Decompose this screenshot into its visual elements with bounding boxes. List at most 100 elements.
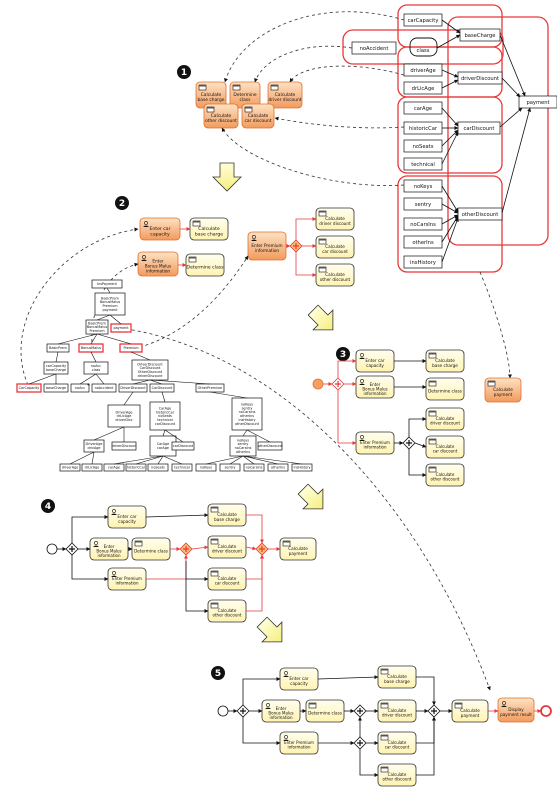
sequence-flow bbox=[246, 554, 264, 580]
tree-bottom-leaf-9-label: otherIns bbox=[271, 466, 285, 470]
node-sentry-label: sentry bbox=[415, 202, 431, 208]
start-event bbox=[46, 543, 58, 555]
step-number-4: 4 bbox=[45, 502, 51, 512]
rule-task-icon bbox=[428, 438, 437, 445]
sequence-flow bbox=[246, 554, 264, 612]
sequence-flow bbox=[71, 515, 109, 543]
user-task-icon bbox=[141, 255, 147, 261]
sequence-flow bbox=[416, 716, 436, 744]
dependency-edge bbox=[441, 79, 459, 89]
tree-carcapacity: CarCapacity bbox=[16, 383, 42, 393]
tree-bottom-leaf-0: driverAge bbox=[59, 463, 81, 472]
parallel-split-gateway bbox=[236, 704, 250, 718]
tree-carcapacity-label: CarCapacity bbox=[19, 386, 40, 390]
node-technical: technical bbox=[403, 157, 443, 171]
task-determine-class-label: Determine class bbox=[428, 388, 462, 393]
tree-edge bbox=[242, 429, 248, 437]
rule-task-icon bbox=[318, 266, 327, 273]
rule-task-icon bbox=[428, 380, 437, 387]
rule-task-icon bbox=[244, 106, 253, 113]
tree-edge bbox=[93, 426, 125, 441]
sequence-flow bbox=[185, 561, 209, 581]
tree-basecharge-label: baseCharge bbox=[46, 386, 66, 390]
parallel-split-gateway bbox=[331, 377, 345, 391]
step-badge-5 bbox=[211, 666, 225, 680]
dependency-edge bbox=[499, 107, 523, 128]
tree-bottom-leaf-1-label: drLicAge bbox=[85, 466, 100, 470]
node-otherins-label: otherIns bbox=[412, 240, 434, 246]
tree-edge bbox=[164, 429, 184, 443]
tree-edge bbox=[57, 333, 98, 345]
node-cardiscount: carDiscount bbox=[457, 121, 501, 135]
step-number-3: 3 bbox=[340, 350, 346, 360]
arrow-4-to-5 bbox=[256, 616, 283, 643]
sequence-flow bbox=[242, 717, 281, 745]
rule-task-icon bbox=[487, 380, 496, 387]
parallel-split-gateway bbox=[65, 542, 79, 556]
sequence-flow bbox=[246, 514, 264, 544]
tree-root-label: InsPayment bbox=[97, 282, 117, 286]
tree-edge bbox=[162, 455, 183, 465]
user-task-icon bbox=[501, 701, 507, 707]
node-noaccident: noAccident bbox=[351, 41, 397, 55]
user-task-icon bbox=[283, 671, 289, 677]
node-nokeys-label: noKeys bbox=[414, 184, 433, 190]
tree-edge bbox=[28, 373, 57, 385]
node-drlicage-label: drLicAge bbox=[412, 86, 435, 92]
tree-noaccident-label: noAccident bbox=[95, 386, 115, 390]
tree-bottom-leaf-5-label: technical bbox=[174, 466, 189, 470]
node-class-label: class bbox=[417, 48, 430, 54]
tree-edge bbox=[96, 314, 111, 321]
rule-task-icon bbox=[232, 84, 241, 91]
tree-edge bbox=[149, 379, 211, 385]
node-noseats-label: noSeats bbox=[413, 144, 434, 150]
node-driverdiscount: driverDiscount bbox=[457, 71, 503, 85]
sequence-flow bbox=[337, 390, 357, 445]
tree-bottom-leaf-0-label: driverAge bbox=[62, 466, 79, 470]
tree-bonusmalus-label: BonusMalus bbox=[81, 346, 102, 350]
tree-edge bbox=[242, 455, 255, 465]
sequence-flow bbox=[71, 555, 109, 581]
tree-basicprem: BasicPrem bbox=[46, 343, 70, 353]
rule-task-icon bbox=[210, 538, 219, 545]
node-sentry: sentry bbox=[403, 197, 443, 211]
node-driverage-label: driverAge bbox=[410, 68, 435, 74]
tree-driverdiscount-head-label: DriverDiscount bbox=[120, 386, 146, 390]
node-noaccident-label: noAccident bbox=[360, 46, 389, 52]
task-determine-class: Determine class bbox=[425, 377, 465, 401]
user-task-icon bbox=[111, 571, 117, 577]
node-nocarsins-label: noCarsIns bbox=[410, 222, 436, 228]
sequence-flow bbox=[295, 252, 317, 277]
